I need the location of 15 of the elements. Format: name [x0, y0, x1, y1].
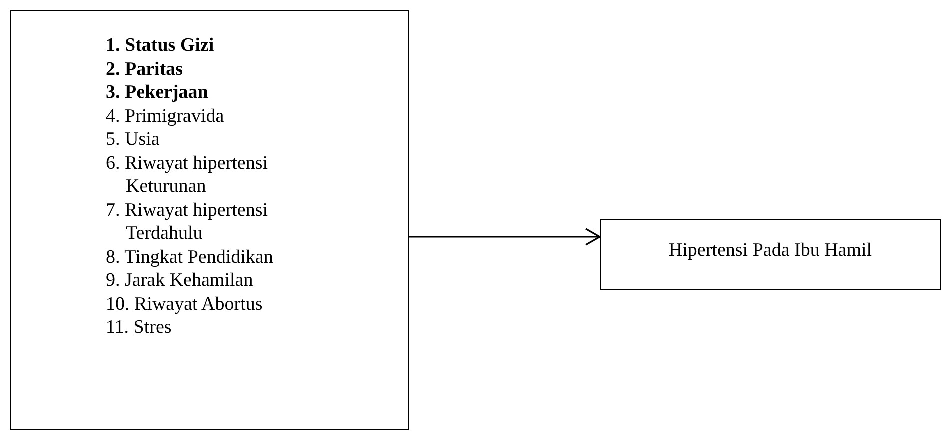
list-item: 11. Stres — [106, 316, 173, 340]
list-item: 8. Tingkat Pendidikan — [106, 246, 274, 269]
outcome-box — [600, 219, 941, 290]
arrow — [409, 228, 601, 246]
node-label: Hipertensi Pada Ibu Hamil — [668, 240, 872, 262]
list-item: 5. Usia — [106, 128, 161, 152]
list-item: 6. Riwayat hipertensi Keturunan — [106, 152, 269, 198]
list-item: 4. Primigravida — [106, 104, 226, 128]
list-item: 3. Pekerjaan — [106, 81, 210, 104]
list-item: 2. Paritas — [106, 58, 184, 81]
list-item: 1. Status Gizi — [106, 34, 216, 58]
factor-list-box — [10, 10, 409, 430]
list-item: 9. Jarak Kehamilan — [106, 269, 254, 292]
list-item: 7. Riwayat hipertensi Terdahulu — [106, 198, 269, 246]
list-item: 10. Riwayat Abortus — [106, 292, 264, 316]
